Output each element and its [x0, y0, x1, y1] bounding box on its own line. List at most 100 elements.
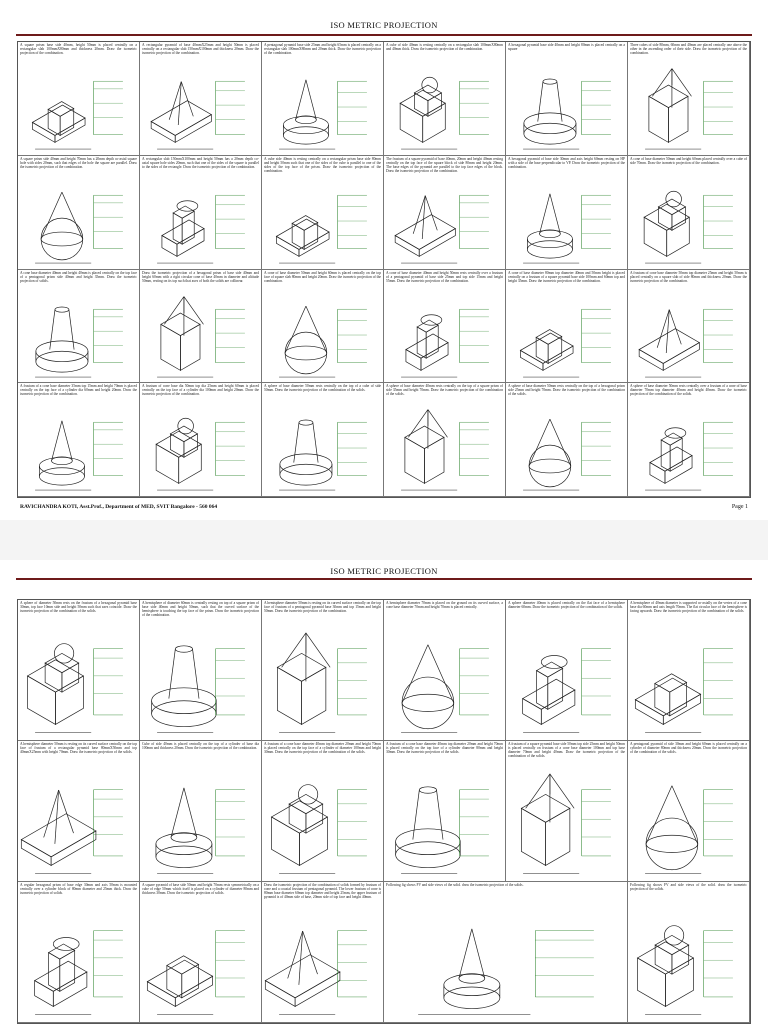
isometric-sketch [270, 784, 367, 874]
problem-cell: A regular hexagonal prism of base edge 3… [18, 882, 140, 1023]
problem-cell: A frustum of cone base dia 50mm top dia … [140, 383, 262, 497]
problem-cell: A hemisphere diameter 70mm is placed on … [384, 600, 506, 741]
page-1: ISO METRIC PROJECTION A square prism bas… [16, 20, 752, 510]
problem-statement: A sphere of base diameter 50mm rests cen… [264, 384, 381, 393]
isometric-sketch [519, 308, 611, 377]
problem-cell: Draw the isometric projection of a hexag… [140, 269, 262, 384]
problem-grid: A sphere of diameter 50mm rests on the f… [17, 599, 751, 1024]
isometric-sketch [26, 643, 123, 733]
problem-cell: A pentagonal pyramid of side 30mm and he… [628, 741, 750, 882]
isometric-sketch [264, 930, 367, 1015]
problem-cell: A cone of base diameter 80mm top diamete… [506, 269, 628, 384]
isometric-sketch [395, 786, 489, 874]
problem-statement: A cube of side 40mm is resting centrally… [386, 43, 503, 52]
problem-statement: A sphere of base diameter 50mm rests cen… [630, 384, 747, 397]
problem-statement: A hexagonal pyramid base side 40mm and h… [508, 43, 625, 52]
isometric-sketch [521, 648, 611, 733]
problem-cell: Following fig shows FV and side views of… [628, 882, 750, 1023]
problem-statement: A hexagonal pyramid of base side 30mm an… [508, 156, 625, 169]
problem-cell: A frustum of a cone base diameter 40mm t… [262, 741, 384, 882]
problem-statement: A frustum of a cone base diameter 40mm t… [386, 742, 503, 755]
isometric-sketch [643, 190, 733, 264]
problem-statement: A hemisphere of diameter 60mm is central… [142, 601, 259, 618]
problem-statement: A cone of base diameter 50mm and height … [630, 156, 747, 165]
problem-statement: Following fig shows FV and side views of… [630, 883, 747, 892]
isometric-sketch [394, 194, 489, 264]
isometric-sketch [155, 418, 245, 491]
problem-cell: A sphere of base diameter 50mm rests cen… [262, 383, 384, 497]
problem-cell: Cube of side 40mm is placed centrally on… [140, 741, 262, 882]
isometric-sketch [35, 191, 123, 264]
problem-cell: A hemisphere diameter 50mm is resting on… [18, 741, 140, 882]
title-rule [16, 34, 752, 36]
problem-statement: A square prism base side 40mm, height 50… [20, 43, 137, 56]
problem-statement: A cone of base diameter 50mm and height … [264, 270, 381, 283]
problem-cell: A square prism base side 40mm, height 50… [18, 42, 140, 156]
isometric-sketch [279, 79, 367, 150]
problem-cell: A sphere of base diameter 40mm rests cen… [384, 383, 506, 497]
problem-statement: A sphere of base diameter 40mm rests cen… [386, 384, 503, 397]
problem-statement: A frustum of cone base diameter 50mm top… [630, 270, 747, 283]
problem-statement: A hemisphere diameter 70mm is placed on … [386, 601, 503, 610]
problem-cell: A square prism side 40mm and height 70mm… [18, 155, 140, 270]
problem-cell: A cone of base diameter 50mm and height … [262, 269, 384, 384]
isometric-sketch [279, 305, 367, 377]
isometric-sketch [35, 420, 123, 491]
problem-cell: A square pyramid of base side 50mm and h… [140, 882, 262, 1023]
problem-cell: A cube of side 40mm is resting centrally… [384, 42, 506, 156]
isometric-sketch [523, 193, 611, 264]
isometric-sketch [20, 789, 123, 874]
problem-cell: A sphere of base diameter 50mm rests cen… [628, 383, 750, 497]
problem-statement: A sphere of diameter 50mm rests on the f… [20, 601, 137, 614]
problem-statement: A square prism side 40mm and height 70mm… [20, 156, 137, 169]
isometric-sketch [645, 68, 733, 150]
isometric-sketch [155, 787, 245, 874]
problem-statement: A cone of base diameter 80mm top diamete… [508, 270, 625, 283]
problem-statement: A frustum of a cone base diameter 40mm t… [264, 742, 381, 755]
problem-statement: A frustum of a square pyramid base side … [508, 742, 625, 759]
problem-statement: Cube of side 40mm is placed centrally on… [142, 742, 259, 751]
problem-cell: A cube side 40mm is resting centrally on… [262, 155, 384, 270]
problem-statement: A cube side 40mm is resting centrally on… [264, 156, 381, 174]
isometric-sketch [157, 295, 245, 377]
problem-cell: A cone of base diameter 50mm and height … [628, 155, 750, 270]
problem-statement: A hemisphere diameter 50mm is resting on… [20, 742, 137, 755]
isometric-sketch [275, 194, 367, 264]
isometric-sketch [634, 648, 733, 733]
isometric-sketch [279, 419, 367, 491]
problem-statement: A frustum of cone base dia 50mm top dia … [142, 384, 259, 397]
problem-cell: A hemisphere diameter 50mm is resting on… [262, 600, 384, 741]
problem-cell: A hemisphere of diameter 60mm is central… [140, 600, 262, 741]
problem-statement: A square pyramid of base side 50mm and h… [142, 883, 259, 896]
problem-statement: The frustum of a square pyramid of base … [386, 156, 503, 174]
isometric-sketch [645, 422, 733, 491]
isometric-sketch [638, 308, 733, 377]
problem-statement: A rectangular slab 150mmX100mm and heigh… [142, 156, 259, 169]
page-gap [0, 520, 768, 560]
problem-statement: A hemisphere diameter 50mm is resting on… [264, 601, 381, 614]
problem-statement: A rectangular pyramid of base 40mmX25mm … [142, 43, 259, 56]
isometric-sketch [523, 78, 611, 150]
problem-cell: The frustum of a square pyramid of base … [384, 155, 506, 270]
isometric-sketch [276, 632, 367, 733]
problem-cell: A frustum of a square pyramid base side … [506, 741, 628, 882]
problem-cell: Three cubes of side 80mm, 60mm and 40mm … [628, 42, 750, 156]
problem-cell: A hemisphere of 40mm diameter is support… [628, 600, 750, 741]
problem-cell: A sphere of base diameter 50mm rests cen… [506, 383, 628, 497]
isometric-sketch [146, 930, 245, 1015]
problem-cell: A sphere of diameter 50mm rests on the f… [18, 600, 140, 741]
problem-cell: A rectangular pyramid of base 40mmX25mm … [140, 42, 262, 156]
problem-cell: A hexagonal pyramid of base side 30mm an… [506, 155, 628, 270]
isometric-sketch [418, 928, 594, 1015]
problem-statement: A pentagonal pyramid of side 30mm and he… [630, 742, 747, 755]
page-2: ISO METRIC PROJECTION A sphere of diamet… [0, 560, 768, 1024]
isometric-sketch [35, 306, 123, 377]
problem-cell: A frustum of a cone base diameter 35mm t… [18, 383, 140, 497]
problem-cell: A frustum of cone base diameter 50mm top… [628, 269, 750, 384]
isometric-sketch [33, 930, 123, 1015]
page-title: ISO METRIC PROJECTION [330, 20, 438, 30]
problem-statement: A sphere diameter 40mm is placed central… [508, 601, 625, 610]
isometric-sketch [157, 194, 245, 264]
isometric-sketch [401, 409, 489, 491]
problem-statement: A regular hexagonal prism of base edge 3… [20, 883, 137, 896]
